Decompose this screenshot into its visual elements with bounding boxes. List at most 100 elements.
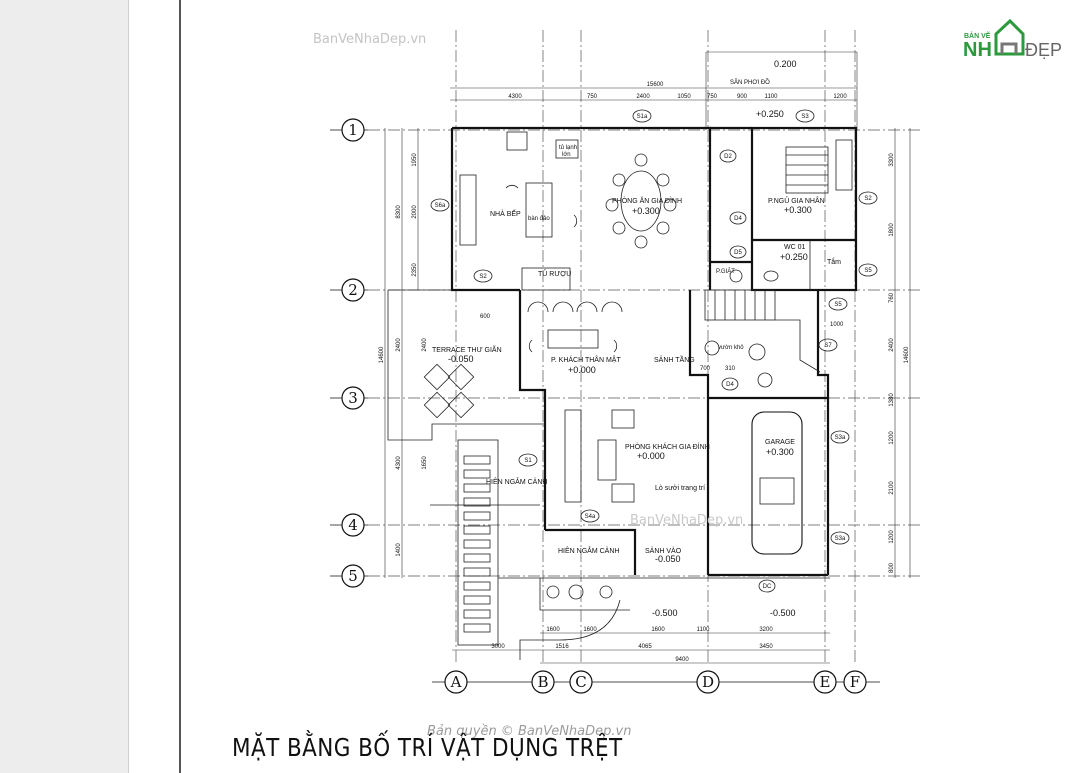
axis-bubble-4 xyxy=(341,513,365,537)
axis-bubble-2 xyxy=(341,278,365,302)
house-icon xyxy=(994,18,1025,56)
tag-s3a-1: S3a xyxy=(835,435,846,441)
label-drying: SÂN PHƠI ĐỒ xyxy=(730,79,770,86)
drawing-border-line xyxy=(179,0,181,773)
axis-bubble-d xyxy=(696,670,720,694)
tag-s7: S7 xyxy=(824,343,832,349)
tag-s1: S1 xyxy=(524,458,532,464)
label-kitchen: NHÀ BẾP xyxy=(490,208,521,218)
logo-right-text: ĐẸP xyxy=(1025,40,1062,60)
stepping-stones xyxy=(463,455,491,633)
tag-s1a: S1a xyxy=(637,114,648,120)
label-family-living: PHÒNG KHÁCH GIA ĐÌNH xyxy=(625,442,710,451)
label-garden-left: HIÊN NGẮM CẢNH xyxy=(486,477,547,486)
level-family: +0.000 xyxy=(637,451,665,461)
dim-t6: 900 xyxy=(737,94,748,100)
logo-top-text: BẢN VẼ xyxy=(964,31,991,40)
tag-s5-a: S5 xyxy=(864,268,872,274)
dim-l6: 4300 xyxy=(396,456,402,470)
site-logo: BẢN VẼ NH ĐẸP xyxy=(963,16,1073,64)
walls xyxy=(387,126,858,660)
level-drying-top: 0.200 xyxy=(774,59,797,69)
axis-bubble-b xyxy=(531,670,555,694)
dim-stair2: 700 xyxy=(700,366,711,372)
tag-s3: S3 xyxy=(801,114,809,120)
dim-l7: 1650 xyxy=(422,456,428,470)
dim-b1: 3000 xyxy=(491,644,505,650)
dim-fb4: 1100 xyxy=(697,627,711,633)
level-dining: +0.300 xyxy=(632,206,660,216)
room-labels: NHÀ BẾP bàn đảo tủ lạnh lớn PHÒNG ĂN GIA… xyxy=(432,59,844,618)
dim-r2: 1800 xyxy=(889,223,895,237)
tag-s2-left: S2 xyxy=(479,274,487,280)
tag-s2-right: S2 xyxy=(864,196,872,202)
label-fireplace: Lò sưởi trang trí xyxy=(655,484,705,492)
axis-bubble-e xyxy=(813,670,837,694)
dim-b3: 4065 xyxy=(638,644,652,650)
column-axis-bubbles: A B C D E F xyxy=(432,670,880,694)
tag-d4-b: D4 xyxy=(726,382,734,388)
axis-bubble-f xyxy=(843,670,867,694)
right-dimensions: 14600 3300 1800 760 2400 1380 1200 2100 … xyxy=(889,128,911,578)
dim-l5: 2400 xyxy=(396,338,402,352)
axis-bubble-3 xyxy=(341,386,365,410)
element-tags: S1a S3 S6a S2 S2 S5 S5 S7 S3a S3a S1 S4a… xyxy=(430,109,878,593)
top-dimensions: 15600 4300 750 2400 1050 750 900 1100 12… xyxy=(450,51,858,130)
dim-r7: 2100 xyxy=(889,481,895,495)
dim-fb1: 1600 xyxy=(546,627,560,633)
dim-l4: 2350 xyxy=(412,263,418,277)
logo-left-text: NH xyxy=(963,39,992,61)
tag-d4-a: D4 xyxy=(734,216,742,222)
axis-bubble-a xyxy=(444,670,468,694)
axis-bubble-5 xyxy=(341,564,365,588)
axis-label-a: A xyxy=(450,673,462,691)
level-front-left: -0.500 xyxy=(652,608,678,618)
copyright-text: Bản quyền © BanVeNhaDep.vn xyxy=(427,724,632,739)
axis-label-e: E xyxy=(820,673,831,691)
furniture xyxy=(423,131,853,600)
dim-total-top: 15600 xyxy=(647,82,664,88)
label-garden-bottom: HIÊN NGẮM CẢNH xyxy=(558,546,619,555)
axis-label-d: D xyxy=(702,673,714,691)
dim-r9: 800 xyxy=(889,562,895,573)
dim-t8: 1200 xyxy=(833,94,847,100)
car-icon xyxy=(751,411,803,555)
watermark-top: BanVeNhaDep.vn xyxy=(313,32,427,47)
axis-label-4: 4 xyxy=(348,516,358,534)
label-entry: SẢNH VÀO xyxy=(645,546,682,555)
level-top-small: +0.250 xyxy=(756,109,784,119)
dim-fb3: 1600 xyxy=(651,627,665,633)
bottom-dimensions: 1600 1600 1600 1100 3200 3000 1516 4065 … xyxy=(452,627,830,664)
dim-r4: 2400 xyxy=(889,338,895,352)
dim-t5: 750 xyxy=(707,94,718,100)
dim-b2: 1516 xyxy=(555,644,569,650)
dim-fb5: 3200 xyxy=(759,627,773,633)
row-axis-bubbles: 1 2 3 4 5 xyxy=(330,118,368,588)
label-laundry: P.GIẶT xyxy=(716,268,735,275)
watermark-mid: BanVeNhaDep.vn xyxy=(630,513,743,528)
axis-label-f: F xyxy=(850,673,860,691)
dim-r3: 760 xyxy=(889,292,895,303)
axis-label-b: B xyxy=(537,673,548,691)
label-dining: PHÒNG ĂN GIA ĐÌNH xyxy=(612,196,682,205)
label-terrace: TERRACE THƯ GIÃN xyxy=(432,345,502,354)
dim-total-bottom: 9400 xyxy=(675,657,689,663)
label-shower: Tắm xyxy=(827,257,841,266)
label-guest: P. KHÁCH THÂN MẬT xyxy=(551,355,621,364)
dim-stair1: 1000 xyxy=(830,322,844,328)
tag-dc: DC xyxy=(763,584,772,590)
label-wine: TỦ RƯỢU xyxy=(538,269,571,278)
level-wc: +0.250 xyxy=(780,252,808,262)
axis-label-5: 5 xyxy=(348,567,358,585)
dim-l1: 1950 xyxy=(412,153,418,167)
left-dimensions: 14600 1950 8300 2000 2350 2400 4300 1400… xyxy=(379,128,428,578)
level-terrace: -0.050 xyxy=(448,354,474,364)
tag-d5: D5 xyxy=(734,250,742,256)
dim-l9: 2400 xyxy=(422,338,428,352)
tag-s4a: S4a xyxy=(585,514,596,520)
tag-d2: D2 xyxy=(724,154,732,160)
axis-label-3: 3 xyxy=(348,389,358,407)
axis-bubble-c xyxy=(569,670,593,694)
level-garage: +0.300 xyxy=(766,447,794,457)
